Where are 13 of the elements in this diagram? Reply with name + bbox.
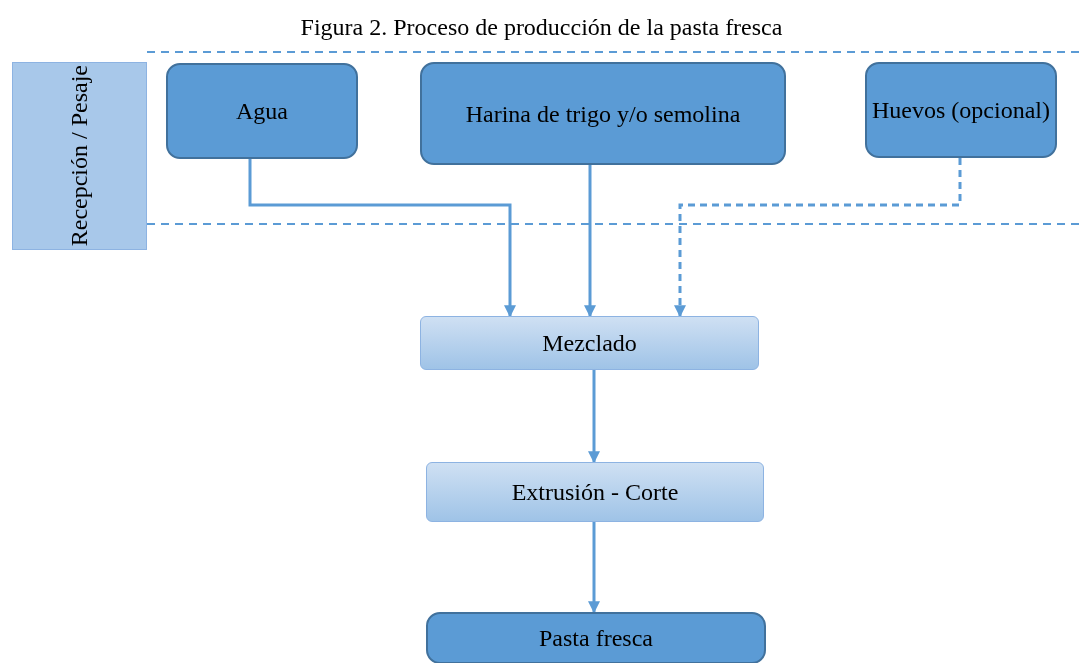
arrow <box>588 370 600 464</box>
process-box: Pasta fresca <box>426 612 766 663</box>
process-box: Agua <box>166 63 358 159</box>
process-box: Huevos (opcional) <box>865 62 1057 158</box>
arrow <box>584 165 596 318</box>
process-box: Extrusión - Corte <box>426 462 764 522</box>
arrow <box>588 522 600 614</box>
stage-label-box: Recepción / Pesaje <box>12 62 147 250</box>
arrow <box>248 159 516 318</box>
arrow <box>674 158 962 318</box>
process-box: Harina de trigo y/o semolina <box>420 62 786 165</box>
process-box: Mezclado <box>420 316 759 370</box>
figure-title: Figura 2. Proceso de producción de la pasta fresca <box>299 14 784 41</box>
